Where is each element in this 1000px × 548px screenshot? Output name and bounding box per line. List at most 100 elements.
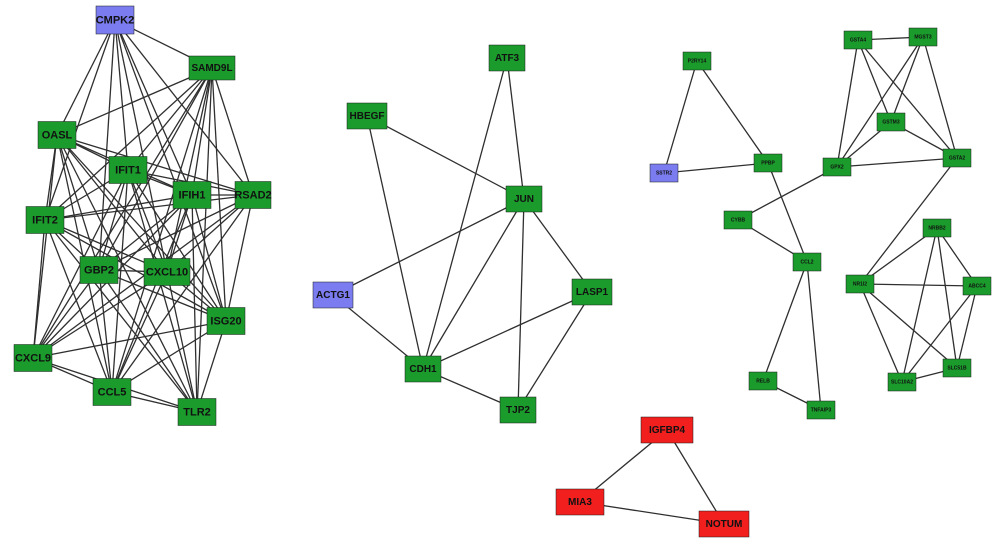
node-notum[interactable]: NOTUM: [698, 510, 750, 538]
node-lasp1[interactable]: LASP1: [571, 278, 613, 306]
node-label: TNFAIP3: [811, 408, 832, 414]
edge-cmpk2-ifit1: [114, 19, 129, 171]
node-igfbp4[interactable]: IGFBP4: [640, 416, 694, 444]
node-box: [649, 163, 679, 183]
node-label: NOTUM: [706, 519, 743, 530]
node-label: ATF3: [495, 53, 520, 64]
node-box: [25, 206, 65, 234]
node-gstm3[interactable]: GSTM3: [876, 112, 906, 132]
node-rsad2[interactable]: RSAD2: [234, 181, 272, 209]
node-label: RSAD2: [234, 190, 271, 202]
node-atf3[interactable]: ATF3: [488, 44, 526, 72]
edge-oasl-cxcl9: [32, 134, 58, 359]
edge-cxcl10-ccl5: [111, 271, 168, 393]
node-box: [206, 307, 246, 335]
node-label: CDH1: [409, 364, 437, 375]
edge-nrbb2-abcc4: [936, 227, 978, 287]
edge-cmpk2-isg20: [114, 19, 227, 322]
node-label: IFIT2: [32, 215, 58, 227]
edge-gbp2-ccl5: [98, 269, 113, 393]
node-cmpk2[interactable]: CMPK2: [95, 5, 135, 35]
edge-oasl-tlr2: [56, 134, 198, 413]
edge-ifit1-isg20: [127, 169, 227, 322]
node-p2ry14[interactable]: P2RY14: [682, 51, 712, 71]
node-box: [172, 181, 212, 209]
node-cybb[interactable]: CYBB: [723, 210, 753, 230]
node-box: [13, 344, 53, 372]
node-cxcl9[interactable]: CXCL9: [13, 344, 53, 372]
edge-cmpk2-ifit2: [44, 19, 116, 221]
node-label: SLC51B: [947, 366, 967, 372]
node-label: ISG20: [210, 316, 241, 328]
node-label: CXCL9: [15, 353, 51, 365]
node-box: [92, 378, 132, 406]
node-box: [143, 258, 191, 286]
edge-jun-lasp1: [523, 198, 593, 293]
node-box: [95, 5, 135, 35]
node-box: [404, 355, 442, 383]
node-tnfaip3[interactable]: TNFAIP3: [806, 400, 836, 420]
node-cxcl10[interactable]: CXCL10: [143, 258, 191, 286]
edge-gpx2-cybb: [737, 166, 838, 221]
node-nr1i2[interactable]: NR1I2: [845, 274, 875, 294]
node-tjp2[interactable]: TJP2: [499, 396, 537, 424]
node-actg1[interactable]: ACTG1: [312, 281, 354, 309]
node-label: CXCL10: [146, 267, 188, 279]
edge-ifit1-cxcl10: [127, 169, 168, 273]
edge-ppbp-ccl2: [767, 162, 808, 263]
node-jun[interactable]: JUN: [505, 185, 543, 213]
node-box: [188, 55, 236, 81]
node-gpx2[interactable]: GPX2: [822, 157, 852, 177]
edge-ifih1-isg20: [191, 194, 227, 322]
edge-atf3-jun: [506, 57, 525, 200]
node-ccl5[interactable]: CCL5: [92, 378, 132, 406]
node-ifit2[interactable]: IFIT2: [25, 206, 65, 234]
node-relb[interactable]: RELB: [748, 371, 778, 391]
node-box: [571, 278, 613, 306]
node-gsta4[interactable]: GSTA4: [843, 30, 873, 50]
node-box: [792, 252, 822, 272]
edge-gsta4-gstm3: [857, 39, 892, 123]
node-sstr2[interactable]: SSTR2: [649, 163, 679, 183]
node-slc51b[interactable]: SLC51B: [942, 358, 972, 378]
node-hbegf[interactable]: HBEGF: [346, 102, 388, 130]
node-slc10a2[interactable]: SLC10A2: [887, 372, 917, 392]
node-gbp2[interactable]: GBP2: [79, 256, 119, 284]
node-box: [499, 396, 537, 424]
node-box: [698, 510, 750, 538]
node-cdh1[interactable]: CDH1: [404, 355, 442, 383]
node-ppbp[interactable]: PPBP: [753, 153, 783, 173]
node-label: PPBP: [761, 161, 775, 167]
node-label: IGFBP4: [649, 425, 686, 436]
node-abcc4[interactable]: ABCC4: [962, 276, 992, 296]
node-nrbb2[interactable]: NRBB2: [922, 218, 952, 238]
node-label: P2RY14: [688, 59, 707, 65]
node-box: [753, 153, 783, 173]
node-tlr2[interactable]: TLR2: [177, 398, 217, 426]
node-ifit1[interactable]: IFIT1: [108, 156, 148, 184]
node-ccl2[interactable]: CCL2: [792, 252, 822, 272]
node-gsta2[interactable]: GSTA2: [942, 148, 972, 168]
node-box: [37, 121, 77, 149]
node-samd9l[interactable]: SAMD9L: [188, 55, 236, 81]
node-isg20[interactable]: ISG20: [206, 307, 246, 335]
node-label: NR1I2: [853, 282, 867, 288]
node-mgst3[interactable]: MGST3: [908, 27, 938, 47]
edge-samd9l-ifih1: [191, 67, 213, 196]
node-mia3[interactable]: MIA3: [555, 488, 605, 516]
node-label: CCL5: [98, 387, 127, 399]
edge-gpx2-gsta2: [836, 157, 958, 168]
edge-rsad2-isg20: [225, 194, 254, 322]
edge-ifih1-ccl5: [111, 194, 193, 393]
edge-samd9l-ifit2: [44, 67, 213, 221]
node-label: SAMD9L: [191, 63, 232, 74]
node-oasl[interactable]: OASL: [37, 121, 77, 149]
node-ifih1[interactable]: IFIH1: [172, 181, 212, 209]
edge-ifit2-tlr2: [44, 219, 198, 413]
edge-cmpk2-ifih1: [114, 19, 193, 196]
node-label: SLC10A2: [891, 380, 913, 386]
edge-gsta4-gsta2: [857, 39, 958, 159]
edge-ifit1-tlr2: [127, 169, 198, 413]
